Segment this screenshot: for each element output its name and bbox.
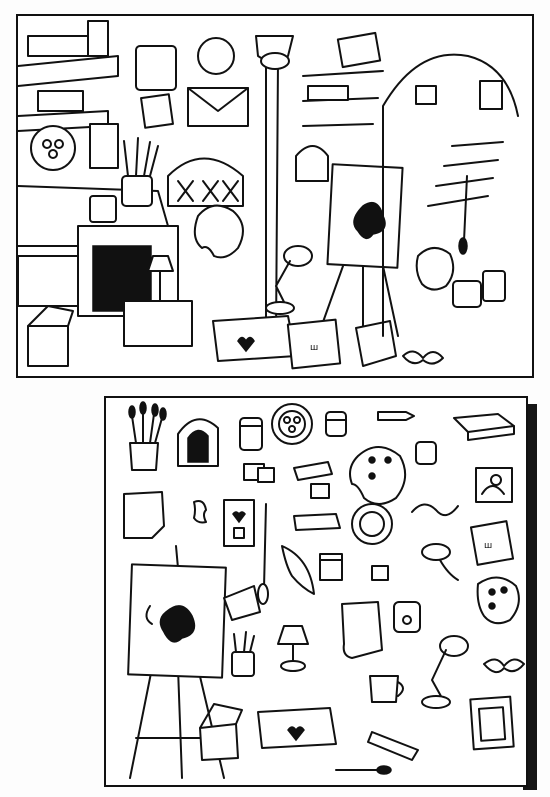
lamp-icon[interactable] bbox=[277, 625, 309, 672]
small-brush-jar-icon[interactable] bbox=[231, 631, 255, 677]
cubes-icon[interactable] bbox=[243, 463, 275, 483]
letter-mark: ш bbox=[484, 541, 492, 551]
finder-illustration: ш bbox=[123, 401, 525, 779]
tube-icon[interactable] bbox=[293, 461, 333, 481]
frame-icon[interactable] bbox=[475, 467, 513, 503]
desk-lamp-icon[interactable] bbox=[421, 635, 469, 709]
paper-icon[interactable] bbox=[123, 491, 165, 539]
plate-2-icon[interactable] bbox=[351, 503, 393, 545]
plate-icon[interactable] bbox=[271, 403, 313, 445]
scene-palette bbox=[193, 204, 244, 259]
paint-can-icon[interactable] bbox=[393, 601, 421, 633]
mirror-icon[interactable] bbox=[223, 499, 255, 547]
bow-icon[interactable] bbox=[483, 658, 525, 674]
brush-jar-icon[interactable] bbox=[128, 401, 167, 471]
scene-frame-1 bbox=[135, 45, 177, 91]
scene-column bbox=[255, 35, 294, 337]
apple-core-icon[interactable] bbox=[193, 500, 207, 524]
cup-icon[interactable] bbox=[369, 675, 404, 703]
scroll-icon[interactable] bbox=[341, 601, 383, 659]
jar-icon[interactable] bbox=[239, 417, 263, 451]
scene-panel: ш bbox=[16, 14, 534, 378]
brush-icon[interactable] bbox=[257, 503, 269, 605]
rope-icon[interactable] bbox=[421, 543, 459, 581]
scene-illustration: ш bbox=[17, 20, 519, 370]
scene-plate bbox=[197, 37, 235, 75]
dice-icon[interactable] bbox=[371, 565, 389, 581]
easel-icon[interactable] bbox=[127, 545, 227, 779]
arched-window-icon[interactable] bbox=[177, 418, 219, 467]
finder-panel: ш bbox=[104, 396, 528, 787]
small-box-icon[interactable] bbox=[310, 483, 330, 499]
scene-frame-mark: ш bbox=[310, 343, 318, 353]
book-icon[interactable] bbox=[293, 513, 341, 531]
plank-icon[interactable] bbox=[367, 731, 419, 761]
cube-icon[interactable] bbox=[319, 553, 343, 581]
ribbon-icon[interactable] bbox=[411, 503, 459, 517]
palette-icon[interactable] bbox=[349, 446, 407, 505]
books-icon[interactable] bbox=[453, 413, 515, 441]
scene-envelope bbox=[187, 87, 249, 127]
frame-2-icon[interactable] bbox=[469, 695, 515, 751]
letter-icon[interactable]: ш bbox=[469, 520, 515, 566]
paper-2-icon[interactable] bbox=[223, 585, 261, 621]
pot-icon[interactable] bbox=[325, 411, 347, 437]
paintbrush-icon[interactable] bbox=[335, 765, 392, 775]
pencil-icon[interactable] bbox=[377, 411, 415, 421]
feather-icon[interactable] bbox=[281, 545, 315, 595]
small-jar-icon[interactable] bbox=[415, 441, 437, 465]
stool-icon[interactable] bbox=[257, 707, 337, 749]
palette-2-icon[interactable] bbox=[476, 576, 520, 625]
box-icon[interactable] bbox=[199, 703, 243, 761]
